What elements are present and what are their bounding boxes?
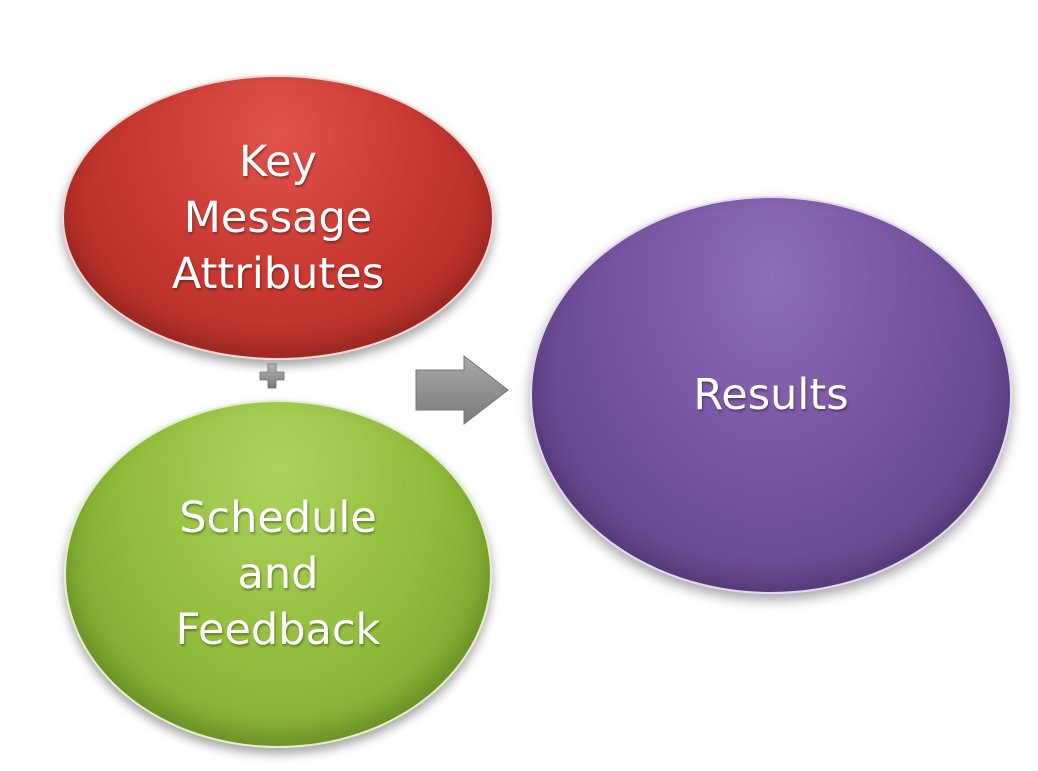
key-message-line-3: Attributes	[171, 248, 385, 299]
schedule-line-3: Feedback	[175, 605, 381, 655]
results-label: Results	[693, 370, 849, 420]
key-message-line-1: Key	[239, 136, 317, 187]
results-node: Results	[530, 196, 1012, 594]
arrow-right-icon	[415, 354, 509, 426]
key-message-line-2: Message	[183, 192, 373, 243]
schedule-line-1: Schedule	[179, 493, 377, 543]
schedule-and-feedback-node: Schedule and Feedback	[64, 400, 492, 748]
schedule-line-2: and	[237, 549, 319, 599]
plus-icon	[259, 363, 285, 389]
key-message-attributes-node: Key Message Attributes	[62, 75, 494, 360]
